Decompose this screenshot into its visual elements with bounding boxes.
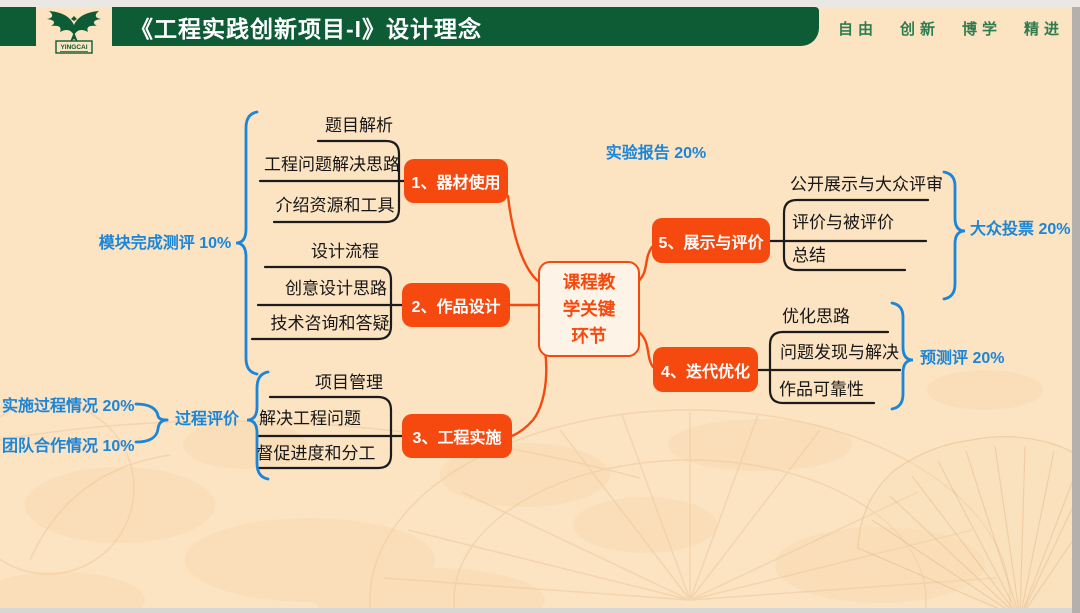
central-topic-text: 课程教	[562, 271, 616, 292]
window-top-edge	[0, 0, 1080, 7]
scrollbar[interactable]	[1072, 0, 1080, 613]
branch4-item: 作品可靠性	[779, 380, 864, 399]
annotation-braces	[134, 110, 966, 481]
motto-word: 精进	[1023, 21, 1064, 38]
branch1-item: 介绍资源和工具	[275, 196, 395, 215]
subtopic-lines	[250, 139, 930, 470]
branch3-item: 督促进度和分工	[256, 444, 376, 463]
page-title: 《工程实践创新项目-I》设计理念	[130, 15, 483, 42]
motto-word: 创新	[899, 21, 940, 38]
annotation-pre-eval: 预测评 20%	[920, 350, 1005, 367]
texture-blobs	[0, 370, 1043, 613]
branch1-item: 题目解析	[325, 116, 393, 135]
branch-node-3: 3、工程实施	[402, 414, 512, 458]
branch-node-1: 1、器材使用	[404, 159, 508, 203]
branch-node-4: 4、迭代优化	[653, 347, 758, 392]
motto-word: 自由	[837, 21, 878, 38]
annotation-module-eval: 模块完成测评 10%	[98, 235, 232, 252]
central-topic-text: 环节	[571, 325, 607, 346]
branch1-item: 工程问题解决思路	[264, 155, 400, 174]
annotation-lab-report: 实验报告 20%	[605, 145, 707, 162]
ginkgo-leaf-watermark	[857, 436, 1080, 613]
branch4-item: 优化思路	[782, 307, 850, 326]
window-bottom-edge	[0, 608, 1072, 613]
header-left-block	[0, 7, 36, 46]
annotation-teamwork: 团队合作情况 10%	[2, 438, 135, 455]
slide-title-bar: 《工程实践创新项目-I》设计理念	[112, 7, 819, 46]
branch-connectors	[506, 194, 655, 438]
annotation-public-vote: 大众投票 20%	[970, 221, 1071, 238]
school-motto: 自由 创新 博学 精进	[836, 18, 1064, 42]
branch5-item: 总结	[792, 246, 826, 265]
eagle-logo-icon: YINGCAI	[40, 8, 108, 56]
branch3-item: 解决工程问题	[259, 409, 361, 428]
central-topic-text: 学关键	[562, 298, 616, 319]
branch5-item: 评价与被评价	[792, 213, 894, 232]
branch-node-2: 2、作品设计	[402, 283, 510, 327]
annotation-process-eval: 过程评价	[175, 411, 240, 428]
branch5-item: 公开展示与大众评审	[790, 175, 943, 194]
branch-node-5: 5、展示与评价	[652, 218, 770, 263]
stadium-watermark	[0, 401, 1011, 613]
branch3-item: 项目管理	[315, 373, 383, 392]
central-topic-node: 课程教 学关键 环节	[538, 261, 640, 357]
annotation-impl-process: 实施过程情况 20%	[2, 398, 135, 415]
branch2-item: 技术咨询和答疑	[270, 314, 390, 333]
branch2-item: 设计流程	[311, 242, 379, 261]
branch2-item: 创意设计思路	[285, 279, 387, 298]
logo-wordmark: YINGCAI	[60, 44, 87, 51]
motto-word: 博学	[961, 21, 1002, 38]
branch4-item: 问题发现与解决	[780, 343, 899, 362]
